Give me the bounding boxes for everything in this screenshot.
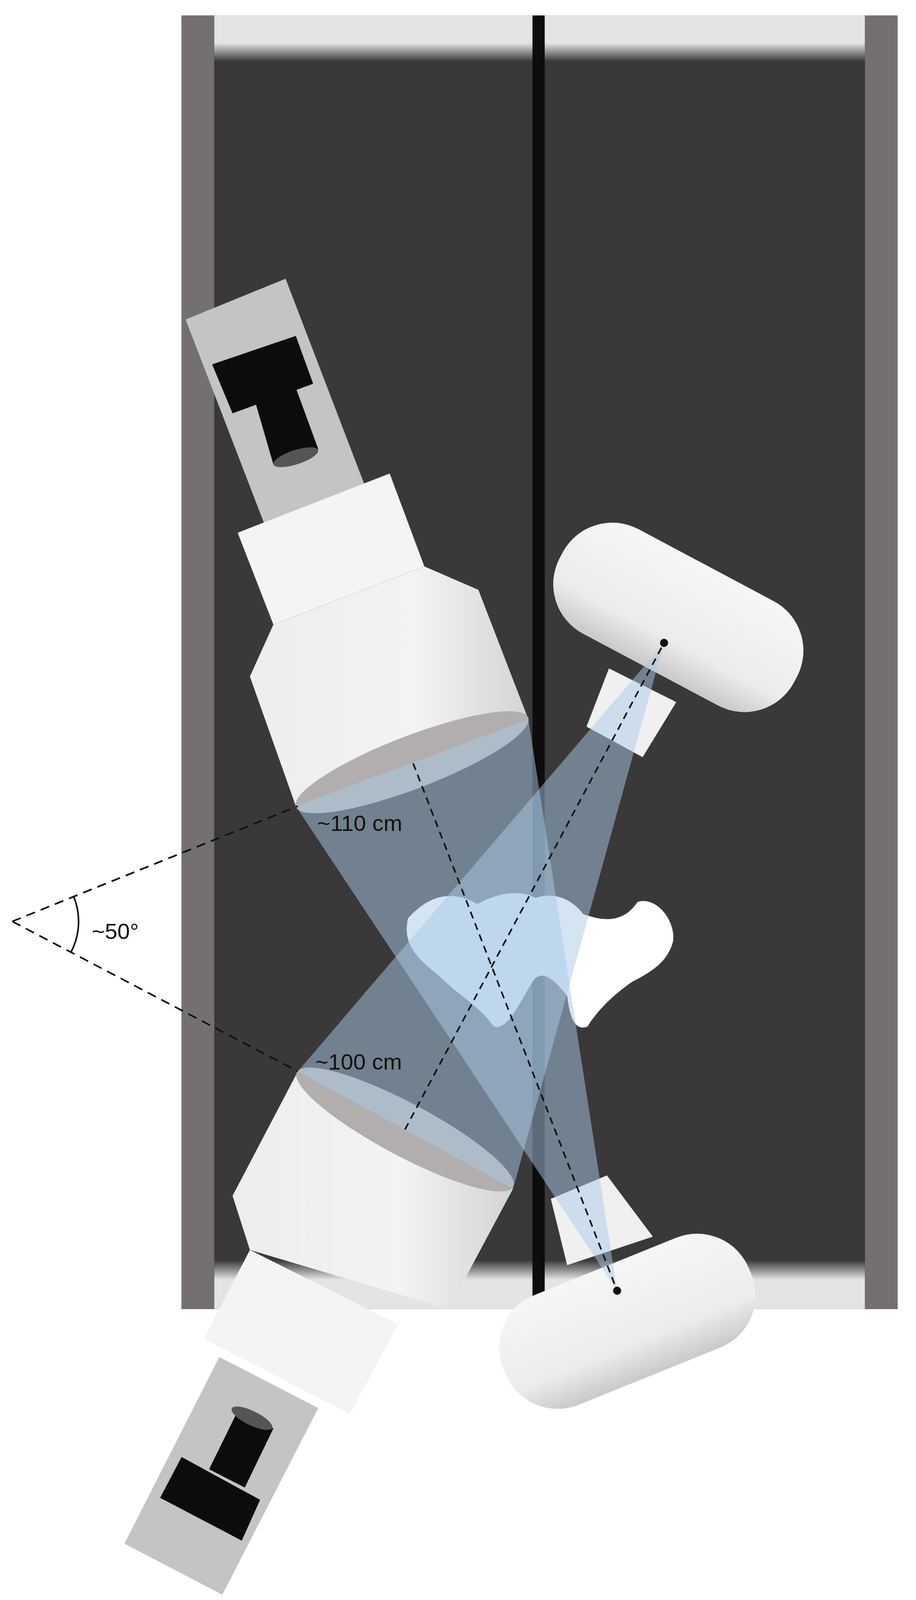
distance-label: ~110 cm bbox=[317, 812, 403, 835]
central-ray bbox=[404, 643, 665, 1291]
angle-lines bbox=[12, 806, 299, 1072]
angle-label: ~50° bbox=[91, 920, 139, 943]
distance-label: ~100 cm bbox=[315, 1050, 402, 1074]
focal-spot bbox=[613, 1286, 622, 1295]
table bbox=[181, 15, 898, 1309]
xray-tube-top bbox=[533, 502, 824, 758]
focal-spot bbox=[659, 638, 669, 648]
xray-tube-bottom bbox=[482, 1175, 773, 1426]
xray-beam bbox=[297, 643, 665, 1189]
